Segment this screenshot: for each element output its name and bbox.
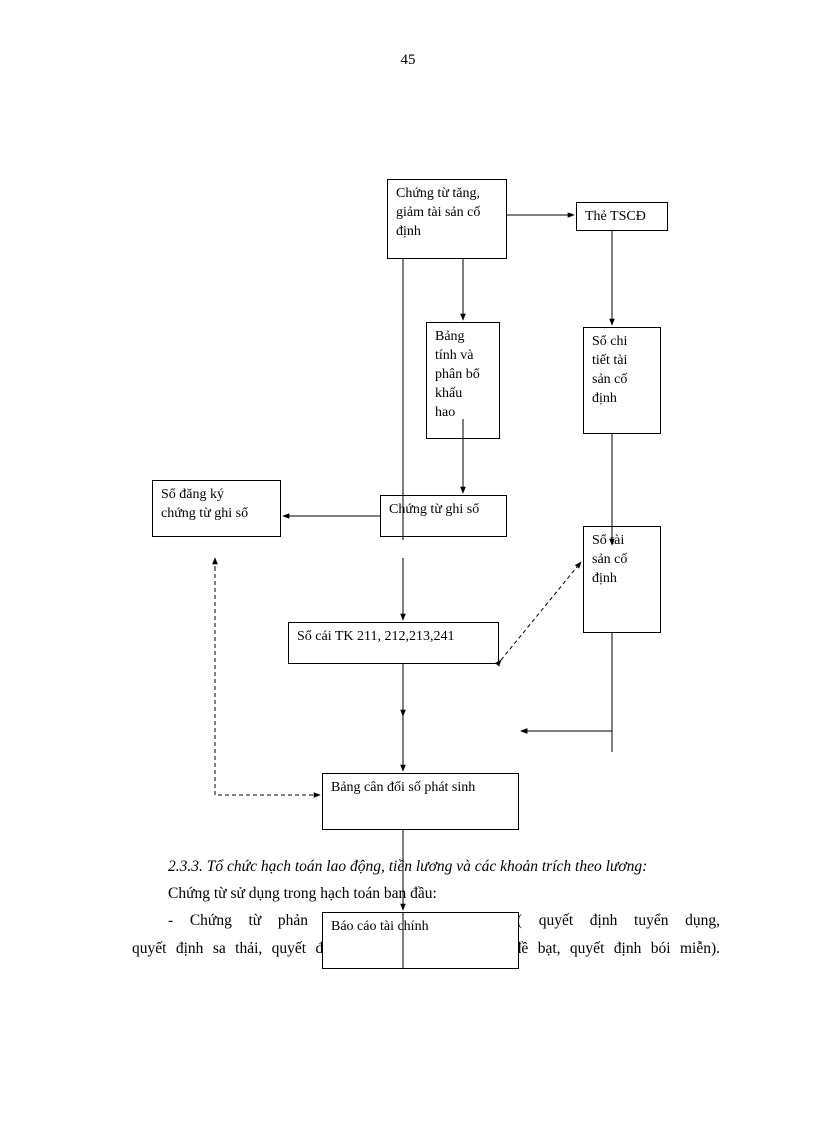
- node-detail-ledger: Sổ chi tiết tài sản cố định: [583, 327, 661, 434]
- node-label: Sổ tài sản cố định: [592, 533, 628, 586]
- node-depreciation-table: Bảng tính và phân bổ khấu hao: [426, 322, 500, 439]
- node-fixed-asset-card: Thẻ TSCĐ: [576, 202, 668, 231]
- node-asset-book: Sổ tài sản cố định: [583, 526, 661, 633]
- dashed-ledger-asset-book: [494, 561, 582, 667]
- node-voucher-register: Sổ đăng ký chứng từ ghi sổ: [152, 480, 281, 537]
- node-label: Chứng từ tăng, giảm tài sản cố định: [396, 186, 481, 239]
- node-financial-report: Báo cáo tài chính: [322, 912, 519, 969]
- node-recording-voucher: Chứng từ ghi sổ: [380, 495, 507, 537]
- node-label: Sổ đăng ký chứng từ ghi sổ: [161, 487, 249, 521]
- dashed-register-trial-balance: [214, 560, 321, 798]
- node-label: Sổ cái TK 211, 212,213,241: [297, 629, 455, 644]
- node-trial-balance: Bảng cân đối số phát sinh: [322, 773, 519, 830]
- node-voucher-increase-decrease: Chứng từ tăng, giảm tài sản cố định: [387, 179, 507, 259]
- node-label: Sổ chi tiết tài sản cố định: [592, 334, 628, 406]
- paragraph-line-1: Chứng từ sử dụng trong hạch toán ban đầu…: [168, 885, 437, 902]
- node-label: Báo cáo tài chính: [331, 919, 429, 934]
- page-number: 45: [400, 52, 416, 68]
- node-label: Thẻ TSCĐ: [585, 209, 646, 224]
- node-label: Bảng cân đối số phát sinh: [331, 780, 476, 795]
- node-label: Chứng từ ghi sổ: [389, 502, 480, 517]
- section-heading: 2.3.3. Tổ chức hạch toán lao động, tiền …: [168, 858, 648, 875]
- node-general-ledger: Sổ cái TK 211, 212,213,241: [288, 622, 499, 664]
- node-label: Bảng tính và phân bổ khấu hao: [435, 329, 480, 420]
